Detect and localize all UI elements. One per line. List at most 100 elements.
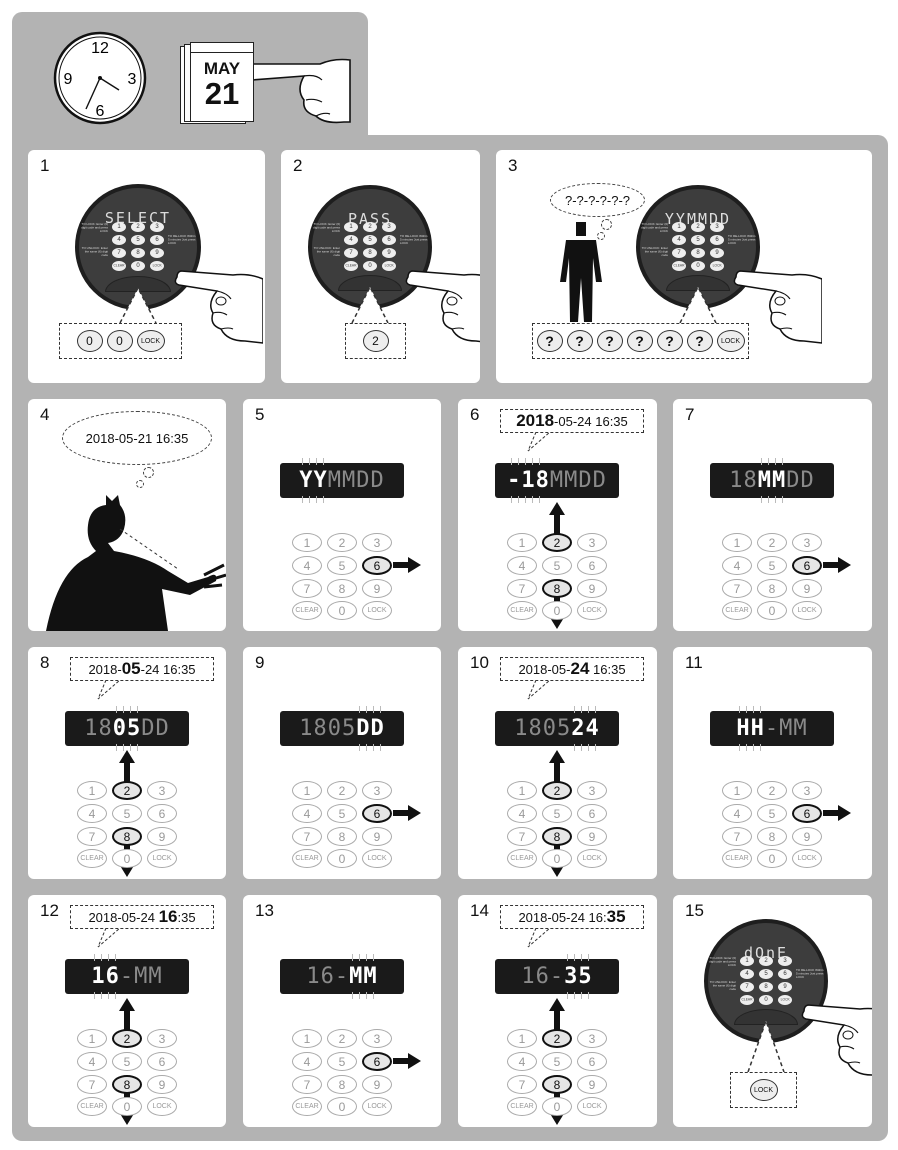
key-lock[interactable]: LOCK: [362, 849, 392, 868]
key-clear[interactable]: CLEAR: [722, 601, 752, 620]
key-5[interactable]: 5: [112, 804, 142, 823]
dial-key-0[interactable]: 0: [759, 995, 773, 1006]
dial-key-3[interactable]: 3: [150, 222, 164, 233]
dial-key-5[interactable]: 5: [363, 235, 377, 246]
key-clear[interactable]: CLEAR: [77, 1097, 107, 1116]
dial-key-7[interactable]: 7: [112, 248, 126, 259]
key-7[interactable]: 7: [77, 827, 107, 846]
key-lock[interactable]: LOCK: [362, 601, 392, 620]
key-1[interactable]: 1: [507, 1029, 537, 1048]
dial-key-0[interactable]: 0: [363, 261, 377, 272]
key-1[interactable]: 1: [292, 533, 322, 552]
key-0[interactable]: 0: [542, 1097, 572, 1116]
key-1[interactable]: 1: [77, 781, 107, 800]
key-5[interactable]: 5: [327, 556, 357, 575]
key-0[interactable]: 0: [327, 601, 357, 620]
dial-key-5[interactable]: 5: [759, 969, 773, 980]
key-7[interactable]: 7: [77, 1075, 107, 1094]
key-7[interactable]: 7: [507, 579, 537, 598]
dial-key-7[interactable]: 7: [740, 982, 754, 993]
key-lock[interactable]: LOCK: [362, 1097, 392, 1116]
key-2[interactable]: 2: [542, 781, 572, 800]
key-8[interactable]: 8: [327, 827, 357, 846]
key-2[interactable]: 2: [757, 781, 787, 800]
key-2[interactable]: 2: [542, 1029, 572, 1048]
dial-key-5[interactable]: 5: [131, 235, 145, 246]
key-9[interactable]: 9: [147, 827, 177, 846]
key-lock[interactable]: LOCK: [577, 601, 607, 620]
key-0[interactable]: 0: [112, 1097, 142, 1116]
key-lock[interactable]: LOCK: [147, 1097, 177, 1116]
key-2[interactable]: 2: [327, 781, 357, 800]
key-clear[interactable]: CLEAR: [507, 849, 537, 868]
dial-key-lock[interactable]: LOCK: [778, 995, 792, 1006]
dial-key-3[interactable]: 3: [778, 956, 792, 967]
dial-key-1[interactable]: 1: [740, 956, 754, 967]
key-2[interactable]: 2: [757, 533, 787, 552]
dial-key-4[interactable]: 4: [344, 235, 358, 246]
dial-key-7[interactable]: 7: [344, 248, 358, 259]
key-3[interactable]: 3: [362, 533, 392, 552]
dial-key-6[interactable]: 6: [150, 235, 164, 246]
dial-key-8[interactable]: 8: [363, 248, 377, 259]
key-0[interactable]: 0: [327, 1097, 357, 1116]
key-7[interactable]: 7: [507, 827, 537, 846]
dial-key-lock[interactable]: LOCK: [382, 261, 396, 272]
key-2[interactable]: 2: [327, 533, 357, 552]
key-7[interactable]: 7: [722, 579, 752, 598]
dial-key-4[interactable]: 4: [672, 235, 686, 246]
dial-key-clear[interactable]: CLEAR: [112, 261, 126, 272]
key-8[interactable]: 8: [757, 579, 787, 598]
dial-key-9[interactable]: 9: [710, 248, 724, 259]
key-0[interactable]: 0: [542, 849, 572, 868]
key-6[interactable]: 6: [792, 556, 822, 575]
dial-key-1[interactable]: 1: [672, 222, 686, 233]
key-8[interactable]: 8: [112, 1075, 142, 1094]
dial-key-lock[interactable]: LOCK: [710, 261, 724, 272]
key-5[interactable]: 5: [542, 1052, 572, 1071]
key-6[interactable]: 6: [577, 1052, 607, 1071]
dial-key-8[interactable]: 8: [131, 248, 145, 259]
dial-key-8[interactable]: 8: [759, 982, 773, 993]
key-9[interactable]: 9: [792, 579, 822, 598]
dial-key-1[interactable]: 1: [344, 222, 358, 233]
key-3[interactable]: 3: [792, 781, 822, 800]
key-6[interactable]: 6: [362, 556, 392, 575]
dial-key-2[interactable]: 2: [131, 222, 145, 233]
key-6[interactable]: 6: [792, 804, 822, 823]
key-4[interactable]: 4: [77, 1052, 107, 1071]
dial-key-6[interactable]: 6: [778, 969, 792, 980]
key-6[interactable]: 6: [147, 804, 177, 823]
key-3[interactable]: 3: [362, 1029, 392, 1048]
key-9[interactable]: 9: [577, 1075, 607, 1094]
key-5[interactable]: 5: [112, 1052, 142, 1071]
key-9[interactable]: 9: [577, 827, 607, 846]
dial-key-9[interactable]: 9: [778, 982, 792, 993]
dial-key-clear[interactable]: CLEAR: [740, 995, 754, 1006]
key-0[interactable]: 0: [112, 849, 142, 868]
key-1[interactable]: 1: [77, 1029, 107, 1048]
dial-key-clear[interactable]: CLEAR: [672, 261, 686, 272]
key-7[interactable]: 7: [292, 827, 322, 846]
key-lock[interactable]: LOCK: [147, 849, 177, 868]
key-4[interactable]: 4: [507, 1052, 537, 1071]
key-0[interactable]: 0: [542, 601, 572, 620]
key-4[interactable]: 4: [507, 804, 537, 823]
dial-key-9[interactable]: 9: [382, 248, 396, 259]
key-7[interactable]: 7: [507, 1075, 537, 1094]
key-1[interactable]: 1: [507, 533, 537, 552]
key-8[interactable]: 8: [327, 1075, 357, 1094]
key-6[interactable]: 6: [362, 1052, 392, 1071]
key-9[interactable]: 9: [362, 579, 392, 598]
dial-key-4[interactable]: 4: [112, 235, 126, 246]
dial-key-lock[interactable]: LOCK: [150, 261, 164, 272]
key-clear[interactable]: CLEAR: [507, 601, 537, 620]
dial-key-3[interactable]: 3: [710, 222, 724, 233]
key-4[interactable]: 4: [507, 556, 537, 575]
key-2[interactable]: 2: [112, 1029, 142, 1048]
key-clear[interactable]: CLEAR: [77, 849, 107, 868]
key-8[interactable]: 8: [542, 1075, 572, 1094]
key-9[interactable]: 9: [362, 827, 392, 846]
dial-key-4[interactable]: 4: [740, 969, 754, 980]
key-1[interactable]: 1: [507, 781, 537, 800]
